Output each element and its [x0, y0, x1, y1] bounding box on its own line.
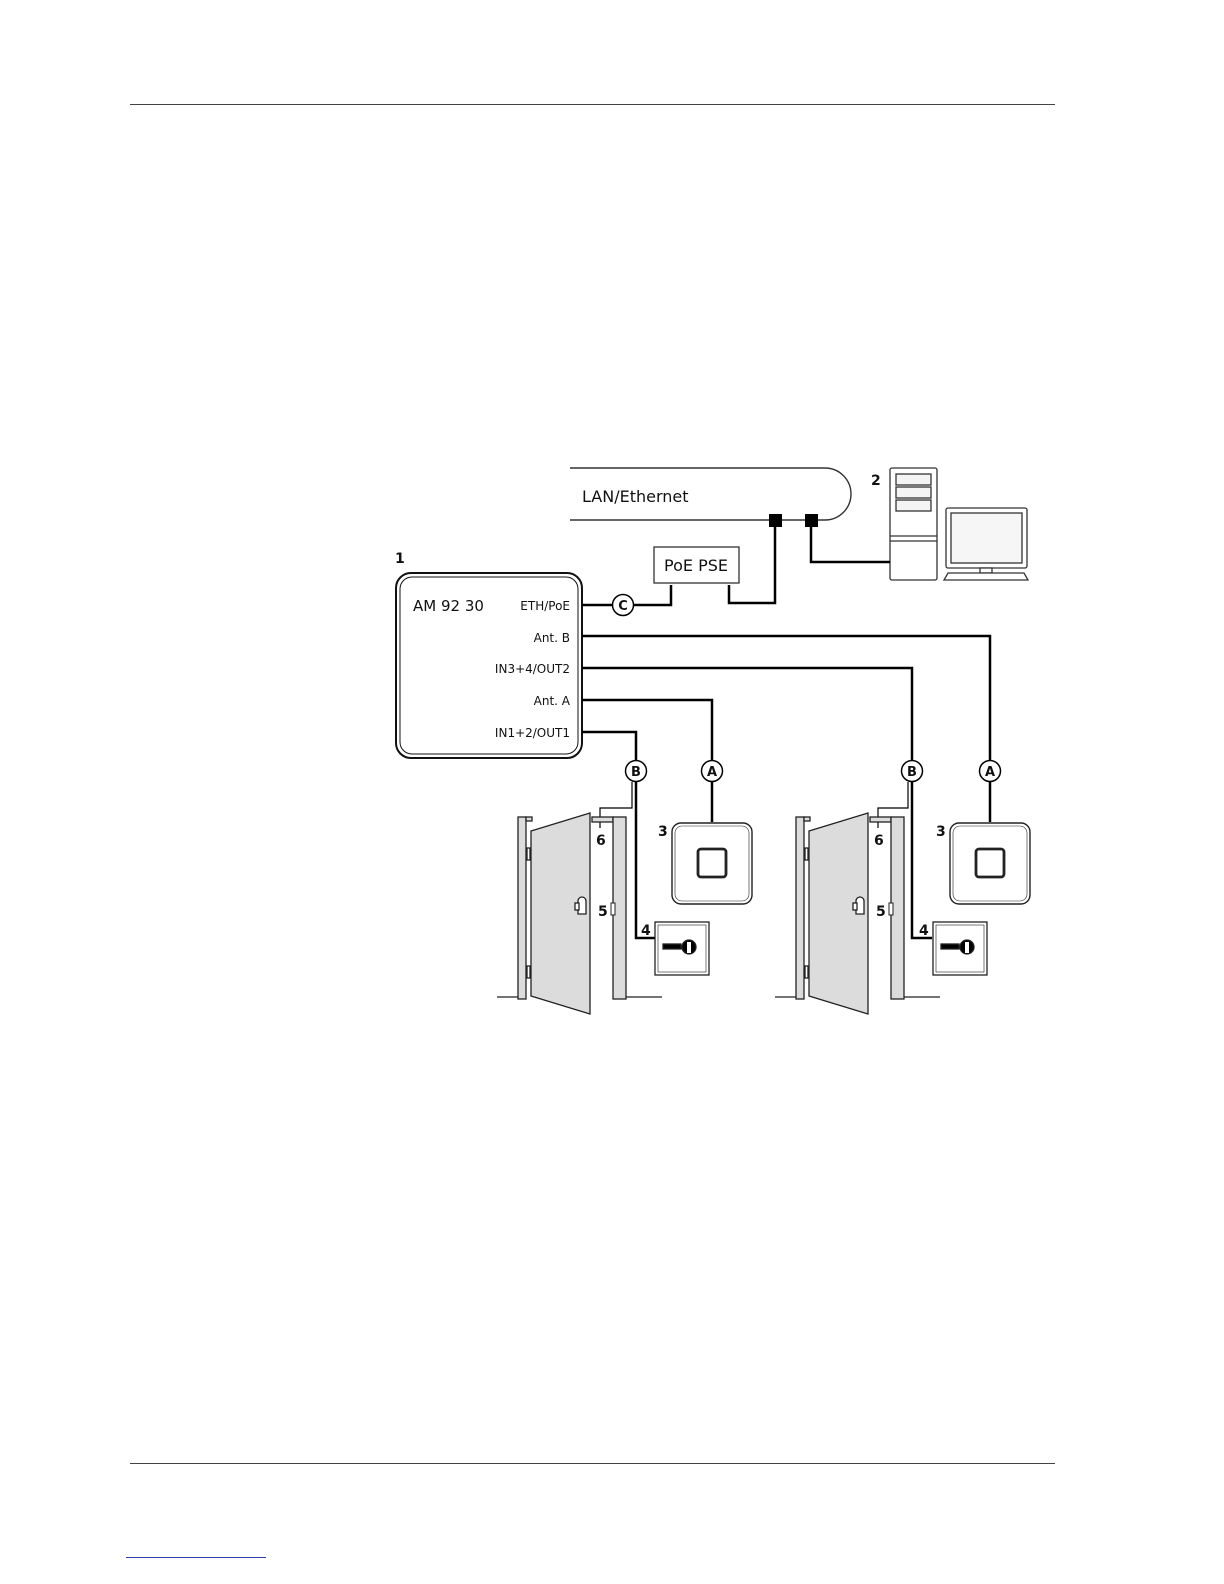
reader-number: 3: [936, 824, 946, 840]
port-ant-a: Ant. A: [534, 694, 571, 708]
svg-text:A: A: [707, 765, 717, 780]
door-contact-icon: [611, 903, 615, 915]
door-leaf-icon: [527, 813, 590, 1014]
controller-name: AM 92 30: [413, 597, 484, 615]
computer-number: 2: [871, 473, 881, 489]
network-port-computer: [805, 514, 818, 527]
contact-number: 5: [598, 904, 608, 920]
port-ant-b: Ant. B: [534, 631, 570, 645]
badge-c: C: [613, 595, 634, 616]
footer-rule: [130, 1463, 1055, 1464]
door-assembly-right: 6 5 3 4: [775, 813, 1030, 1014]
footnote-rule: [126, 1557, 266, 1558]
port-eth-poe: ETH/PoE: [520, 599, 570, 613]
door-assembly-left: 6 5 3 4: [497, 813, 752, 1014]
wire-poe-in: [634, 585, 671, 605]
badge-a-left: A: [702, 761, 723, 782]
lan-bus: LAN/Ethernet: [570, 468, 851, 527]
reader-icon: [672, 823, 752, 904]
svg-text:B: B: [907, 765, 917, 780]
strike-number: 6: [874, 833, 884, 849]
wire-io1: [582, 732, 636, 761]
wire-computer: [811, 527, 890, 562]
wiring: [582, 527, 990, 938]
key-switch-number: 4: [919, 923, 929, 939]
computer: 2: [871, 468, 1028, 580]
cable-badges: C B A B A: [613, 595, 1001, 782]
reader-number: 3: [658, 824, 668, 840]
badge-a-right: A: [980, 761, 1001, 782]
svg-text:C: C: [618, 599, 628, 614]
key-switch-icon: [933, 922, 987, 975]
wire-io2: [582, 668, 912, 761]
controller-number: 1: [395, 551, 405, 567]
strike-number: 6: [596, 833, 606, 849]
computer-tower-icon: [890, 468, 937, 580]
key-switch-number: 4: [641, 923, 651, 939]
wire-ant-a: [582, 700, 712, 761]
controller-box: 1 AM 92 30 ETH/PoE Ant. B IN3+4/OUT2 Ant…: [395, 551, 582, 758]
lan-label: LAN/Ethernet: [582, 487, 689, 506]
svg-text:B: B: [631, 765, 641, 780]
wire-ant-b: [582, 636, 990, 761]
key-switch-icon: [655, 922, 709, 975]
badge-b-right: B: [902, 761, 923, 782]
contact-number: 5: [876, 904, 886, 920]
network-port-poe: [769, 514, 782, 527]
poe-label: PoE PSE: [664, 556, 728, 575]
wire-key-left: [636, 782, 655, 938]
port-in1-2-out1: IN1+2/OUT1: [495, 726, 570, 740]
door-leaf-icon: [805, 813, 868, 1014]
wire-key-right: [912, 782, 932, 938]
svg-text:A: A: [985, 765, 995, 780]
reader-icon: [950, 823, 1030, 904]
badge-b-left: B: [626, 761, 647, 782]
poe-injector: PoE PSE: [654, 547, 739, 583]
port-in3-4-out2: IN3+4/OUT2: [495, 662, 570, 676]
monitor-icon: [944, 508, 1028, 580]
door-contact-icon: [889, 903, 893, 915]
